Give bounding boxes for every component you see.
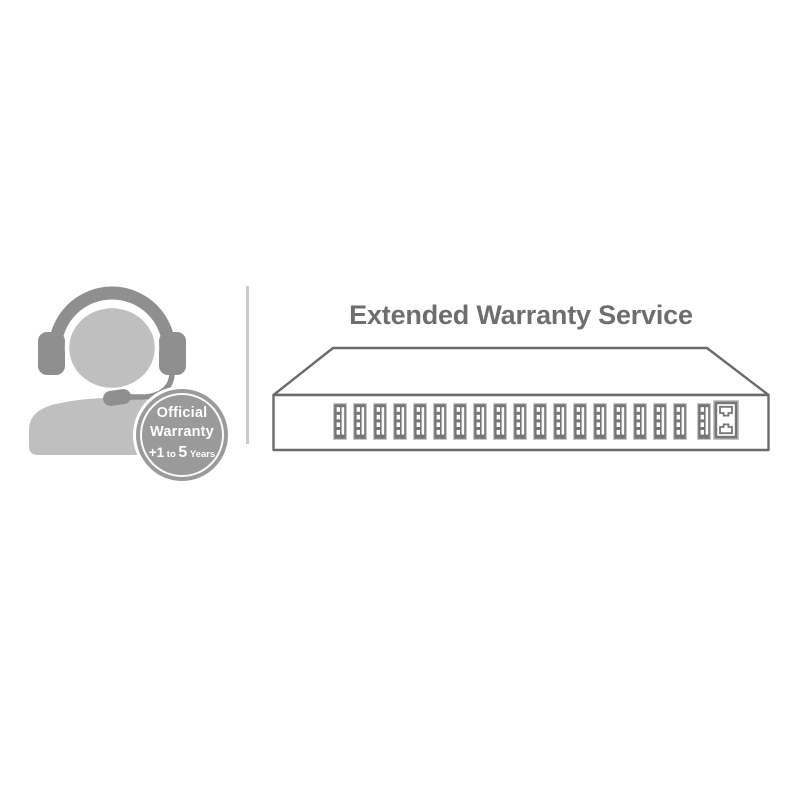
badge-range-to: to	[166, 448, 176, 460]
head-shape	[64, 303, 160, 393]
badge-year-range: +1 to 5 Years	[147, 443, 216, 461]
badge-range-plus-one: +1	[148, 444, 165, 460]
badge-line-official: Official	[156, 404, 208, 421]
badge-range-five: 5	[178, 443, 188, 461]
right-earcup-icon	[159, 332, 186, 375]
headband-icon	[48, 286, 176, 351]
microphone-icon	[103, 389, 131, 406]
badge-range-years: Years	[189, 448, 216, 460]
uplink-tab-bottom	[719, 423, 733, 435]
uplink-tab-top	[719, 405, 733, 417]
left-earcup-icon	[38, 332, 65, 375]
uplink-port-icon	[713, 400, 739, 440]
network-switch-illustration	[272, 346, 770, 452]
badge-line-warranty: Warranty	[150, 424, 214, 441]
page-title: Extended Warranty Service	[349, 300, 693, 330]
vertical-divider	[246, 286, 249, 444]
mic-boom-icon	[127, 369, 175, 400]
warranty-badge: Official Warranty +1 to 5 Years	[136, 389, 228, 481]
warranty-badge-text: Official Warranty +1 to 5 Years	[147, 403, 216, 460]
switch-top-face	[272, 346, 770, 397]
switch-ports	[333, 403, 711, 440]
